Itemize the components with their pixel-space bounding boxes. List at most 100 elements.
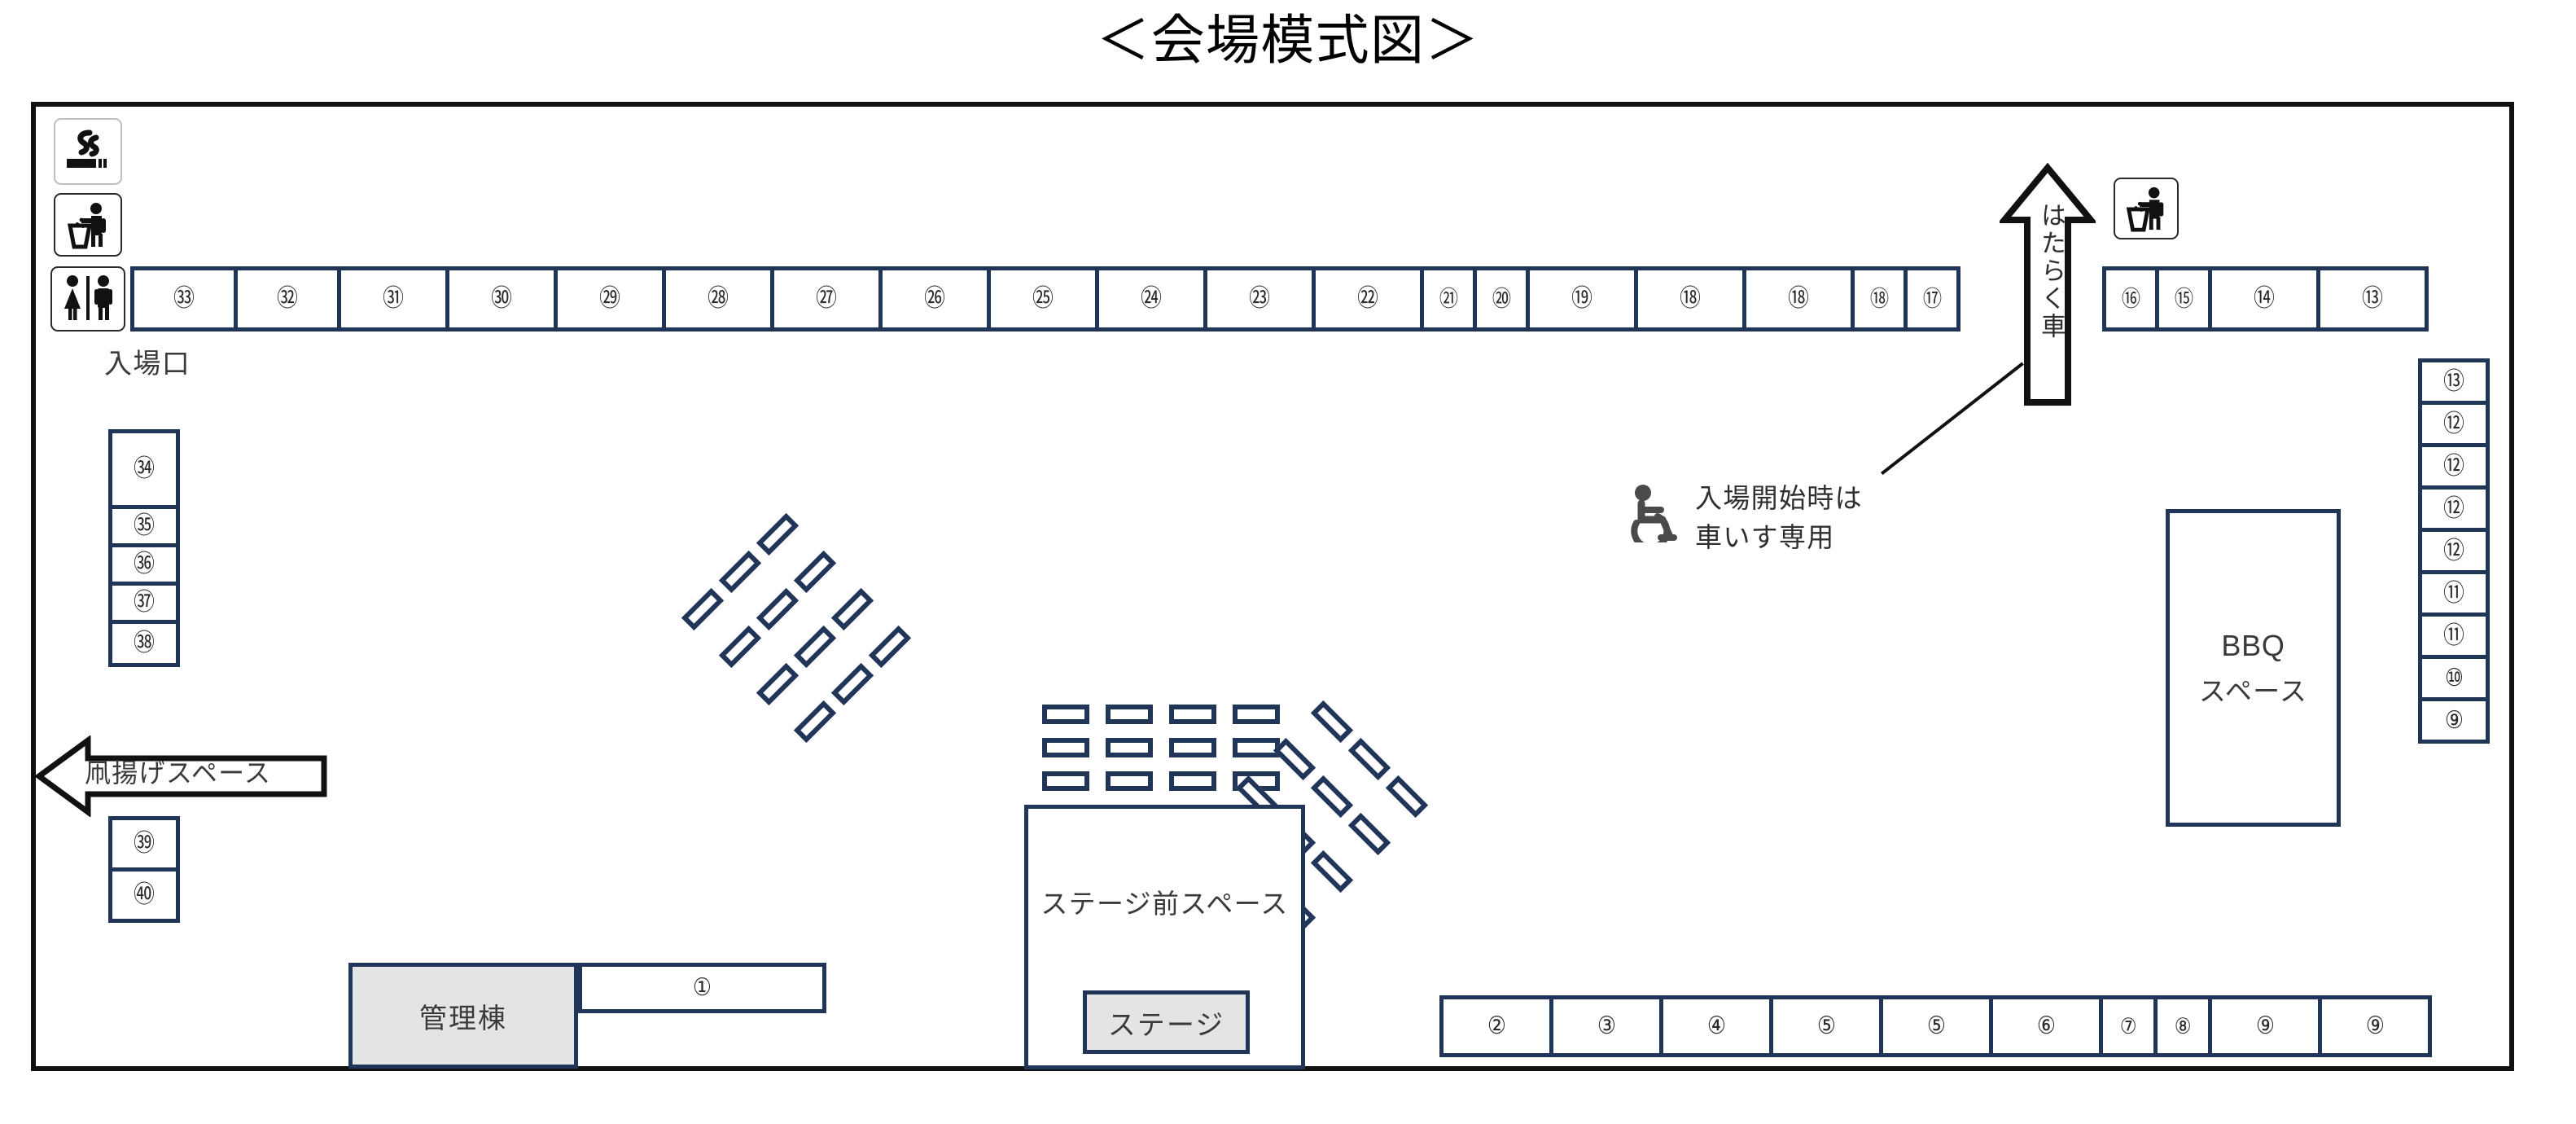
booth-bottom-10[interactable]: ⑨ bbox=[2318, 995, 2432, 1057]
entrance-label: 入場口 bbox=[104, 349, 191, 380]
booth-left-1[interactable]: ㉞ bbox=[108, 429, 180, 509]
booth-number: ⑥ bbox=[2036, 1012, 2056, 1040]
booth-number: ⑨ bbox=[2444, 705, 2464, 735]
booth-topright-2[interactable]: ⑮ bbox=[2155, 266, 2212, 331]
booth-number: ⑮ bbox=[2174, 286, 2193, 312]
booth-number: ⑰ bbox=[1922, 286, 1942, 312]
seat-block bbox=[1106, 705, 1153, 724]
booth-number: ㊲ bbox=[134, 588, 155, 617]
booth-bottom-7[interactable]: ⑦ bbox=[2099, 995, 2158, 1057]
working-vehicles-label: はたらく車 bbox=[2037, 202, 2066, 341]
booth-right-7[interactable]: ⑪ bbox=[2418, 612, 2490, 659]
booth-number: ㉛ bbox=[383, 284, 404, 313]
bbq-space: BBQ スペース bbox=[2166, 509, 2341, 827]
booth-top-10[interactable]: ㉔ bbox=[1095, 266, 1207, 331]
booth-bottom-6[interactable]: ⑥ bbox=[1989, 995, 2103, 1057]
booth-top-7[interactable]: ㉗ bbox=[770, 266, 883, 331]
booth-top-11[interactable]: ㉓ bbox=[1203, 266, 1316, 331]
booth-top-17[interactable]: ⑱ bbox=[1742, 266, 1855, 331]
booth-topright-1[interactable]: ⑯ bbox=[2102, 266, 2159, 331]
booth-bottom-9[interactable]: ⑨ bbox=[2208, 995, 2322, 1057]
booth-right-5[interactable]: ⑫ bbox=[2418, 528, 2490, 574]
booth-number: ㉕ bbox=[1032, 284, 1054, 313]
booth-right-4[interactable]: ⑫ bbox=[2418, 485, 2490, 532]
booth-bottom-8[interactable]: ⑧ bbox=[2153, 995, 2212, 1057]
booth-number: ⑱ bbox=[1788, 284, 1809, 313]
booth-top-15[interactable]: ⑲ bbox=[1526, 266, 1638, 331]
booth-right-8[interactable]: ⑩ bbox=[2418, 655, 2490, 701]
booth-number: ⑯ bbox=[2121, 286, 2140, 312]
booth-bottom-1[interactable]: ② bbox=[1439, 995, 1553, 1057]
wheelchair-note-line1: 入場開始時は bbox=[1695, 483, 1863, 513]
booth-number: ⑩ bbox=[2444, 663, 2464, 692]
booth-number: ④ bbox=[1706, 1012, 1726, 1040]
booth-top-3[interactable]: ㉛ bbox=[337, 266, 449, 331]
seat-block bbox=[1233, 705, 1280, 724]
trash-disposal-icon bbox=[54, 193, 122, 257]
booth-right-1[interactable]: ⑬ bbox=[2418, 358, 2490, 405]
booth-number: ⑤ bbox=[1816, 1012, 1836, 1040]
arrow-left-icon bbox=[34, 735, 327, 818]
booth-leftlower-1[interactable]: ㊴ bbox=[108, 816, 180, 872]
restroom-icon bbox=[50, 266, 125, 331]
booth-top-8[interactable]: ㉖ bbox=[878, 266, 991, 331]
booth-number: ② bbox=[1487, 1012, 1506, 1040]
booth-bottom-2[interactable]: ③ bbox=[1549, 995, 1663, 1057]
booth-left-3[interactable]: ㊱ bbox=[108, 543, 180, 586]
booth-top-18[interactable]: ⑱ bbox=[1851, 266, 1908, 331]
seat-block bbox=[1169, 705, 1216, 724]
booth-top-14[interactable]: ⑳ bbox=[1473, 266, 1530, 331]
booth-left-4[interactable]: ㊲ bbox=[108, 582, 180, 624]
booth-topright-4[interactable]: ⑬ bbox=[2316, 266, 2429, 331]
booth-number: ⑨ bbox=[2255, 1012, 2275, 1040]
booth-bottom-3[interactable]: ④ bbox=[1659, 995, 1773, 1057]
booth-top-12[interactable]: ㉒ bbox=[1312, 266, 1424, 331]
arrow-up-icon bbox=[1997, 162, 2098, 407]
booth-right-6[interactable]: ⑪ bbox=[2418, 570, 2490, 617]
seat-block bbox=[1042, 738, 1089, 757]
booth-top-6[interactable]: ㉘ bbox=[662, 266, 774, 331]
booth-right-3[interactable]: ⑫ bbox=[2418, 443, 2490, 490]
booth-number: ⑬ bbox=[2362, 284, 2383, 313]
booth-top-13[interactable]: ㉑ bbox=[1420, 266, 1477, 331]
smoking-area-icon bbox=[54, 118, 122, 185]
booth-number: ㊳ bbox=[134, 629, 155, 657]
booth-number: ③ bbox=[1597, 1012, 1616, 1040]
bbq-space-label-line2: スペース bbox=[2198, 676, 2308, 706]
booth-bottom-5[interactable]: ⑤ bbox=[1879, 995, 1993, 1057]
booth-top-1[interactable]: ㉝ bbox=[130, 266, 238, 331]
booth-number: ⑪ bbox=[2443, 621, 2464, 650]
stage-box: ステージ bbox=[1083, 990, 1250, 1054]
booth-number: ⑱ bbox=[1680, 284, 1701, 313]
booth-topright-3[interactable]: ⑭ bbox=[2208, 266, 2320, 331]
seat-block bbox=[1169, 771, 1216, 791]
booth-number: ㉘ bbox=[708, 284, 729, 313]
booth-number: ⑫ bbox=[2443, 536, 2464, 565]
booth-top-19[interactable]: ⑰ bbox=[1904, 266, 1960, 331]
booth-top-16[interactable]: ⑱ bbox=[1634, 266, 1746, 331]
booth-number: ⑫ bbox=[2443, 494, 2464, 523]
booth-right-9[interactable]: ⑨ bbox=[2418, 697, 2490, 744]
booth-number: ⑤ bbox=[1926, 1012, 1946, 1040]
booth-number: ⑭ bbox=[2254, 284, 2275, 313]
booth-leftlower-2[interactable]: ㊵ bbox=[108, 867, 180, 923]
booth-1[interactable]: ① bbox=[578, 963, 826, 1013]
booth-top-9[interactable]: ㉕ bbox=[987, 266, 1099, 331]
booth-number: ㉒ bbox=[1357, 284, 1378, 313]
booth-number: ⑲ bbox=[1571, 284, 1592, 313]
seat-block bbox=[1042, 705, 1089, 724]
seat-block bbox=[1106, 771, 1153, 791]
booth-top-4[interactable]: ㉚ bbox=[445, 266, 558, 331]
booth-top-5[interactable]: ㉙ bbox=[554, 266, 666, 331]
booth-bottom-4[interactable]: ⑤ bbox=[1769, 995, 1883, 1057]
booth-number: ⑫ bbox=[2443, 451, 2464, 481]
wheelchair-icon bbox=[1625, 484, 1679, 551]
booth-left-2[interactable]: ㉟ bbox=[108, 505, 180, 547]
wheelchair-note-line2: 車いす専用 bbox=[1695, 522, 1835, 552]
booth-left-5[interactable]: ㊳ bbox=[108, 620, 180, 667]
booth-top-2[interactable]: ㉜ bbox=[234, 266, 341, 331]
booth-number: ㉞ bbox=[134, 454, 155, 483]
booth-right-2[interactable]: ⑫ bbox=[2418, 401, 2490, 447]
booth-number: ㉓ bbox=[1249, 284, 1270, 313]
